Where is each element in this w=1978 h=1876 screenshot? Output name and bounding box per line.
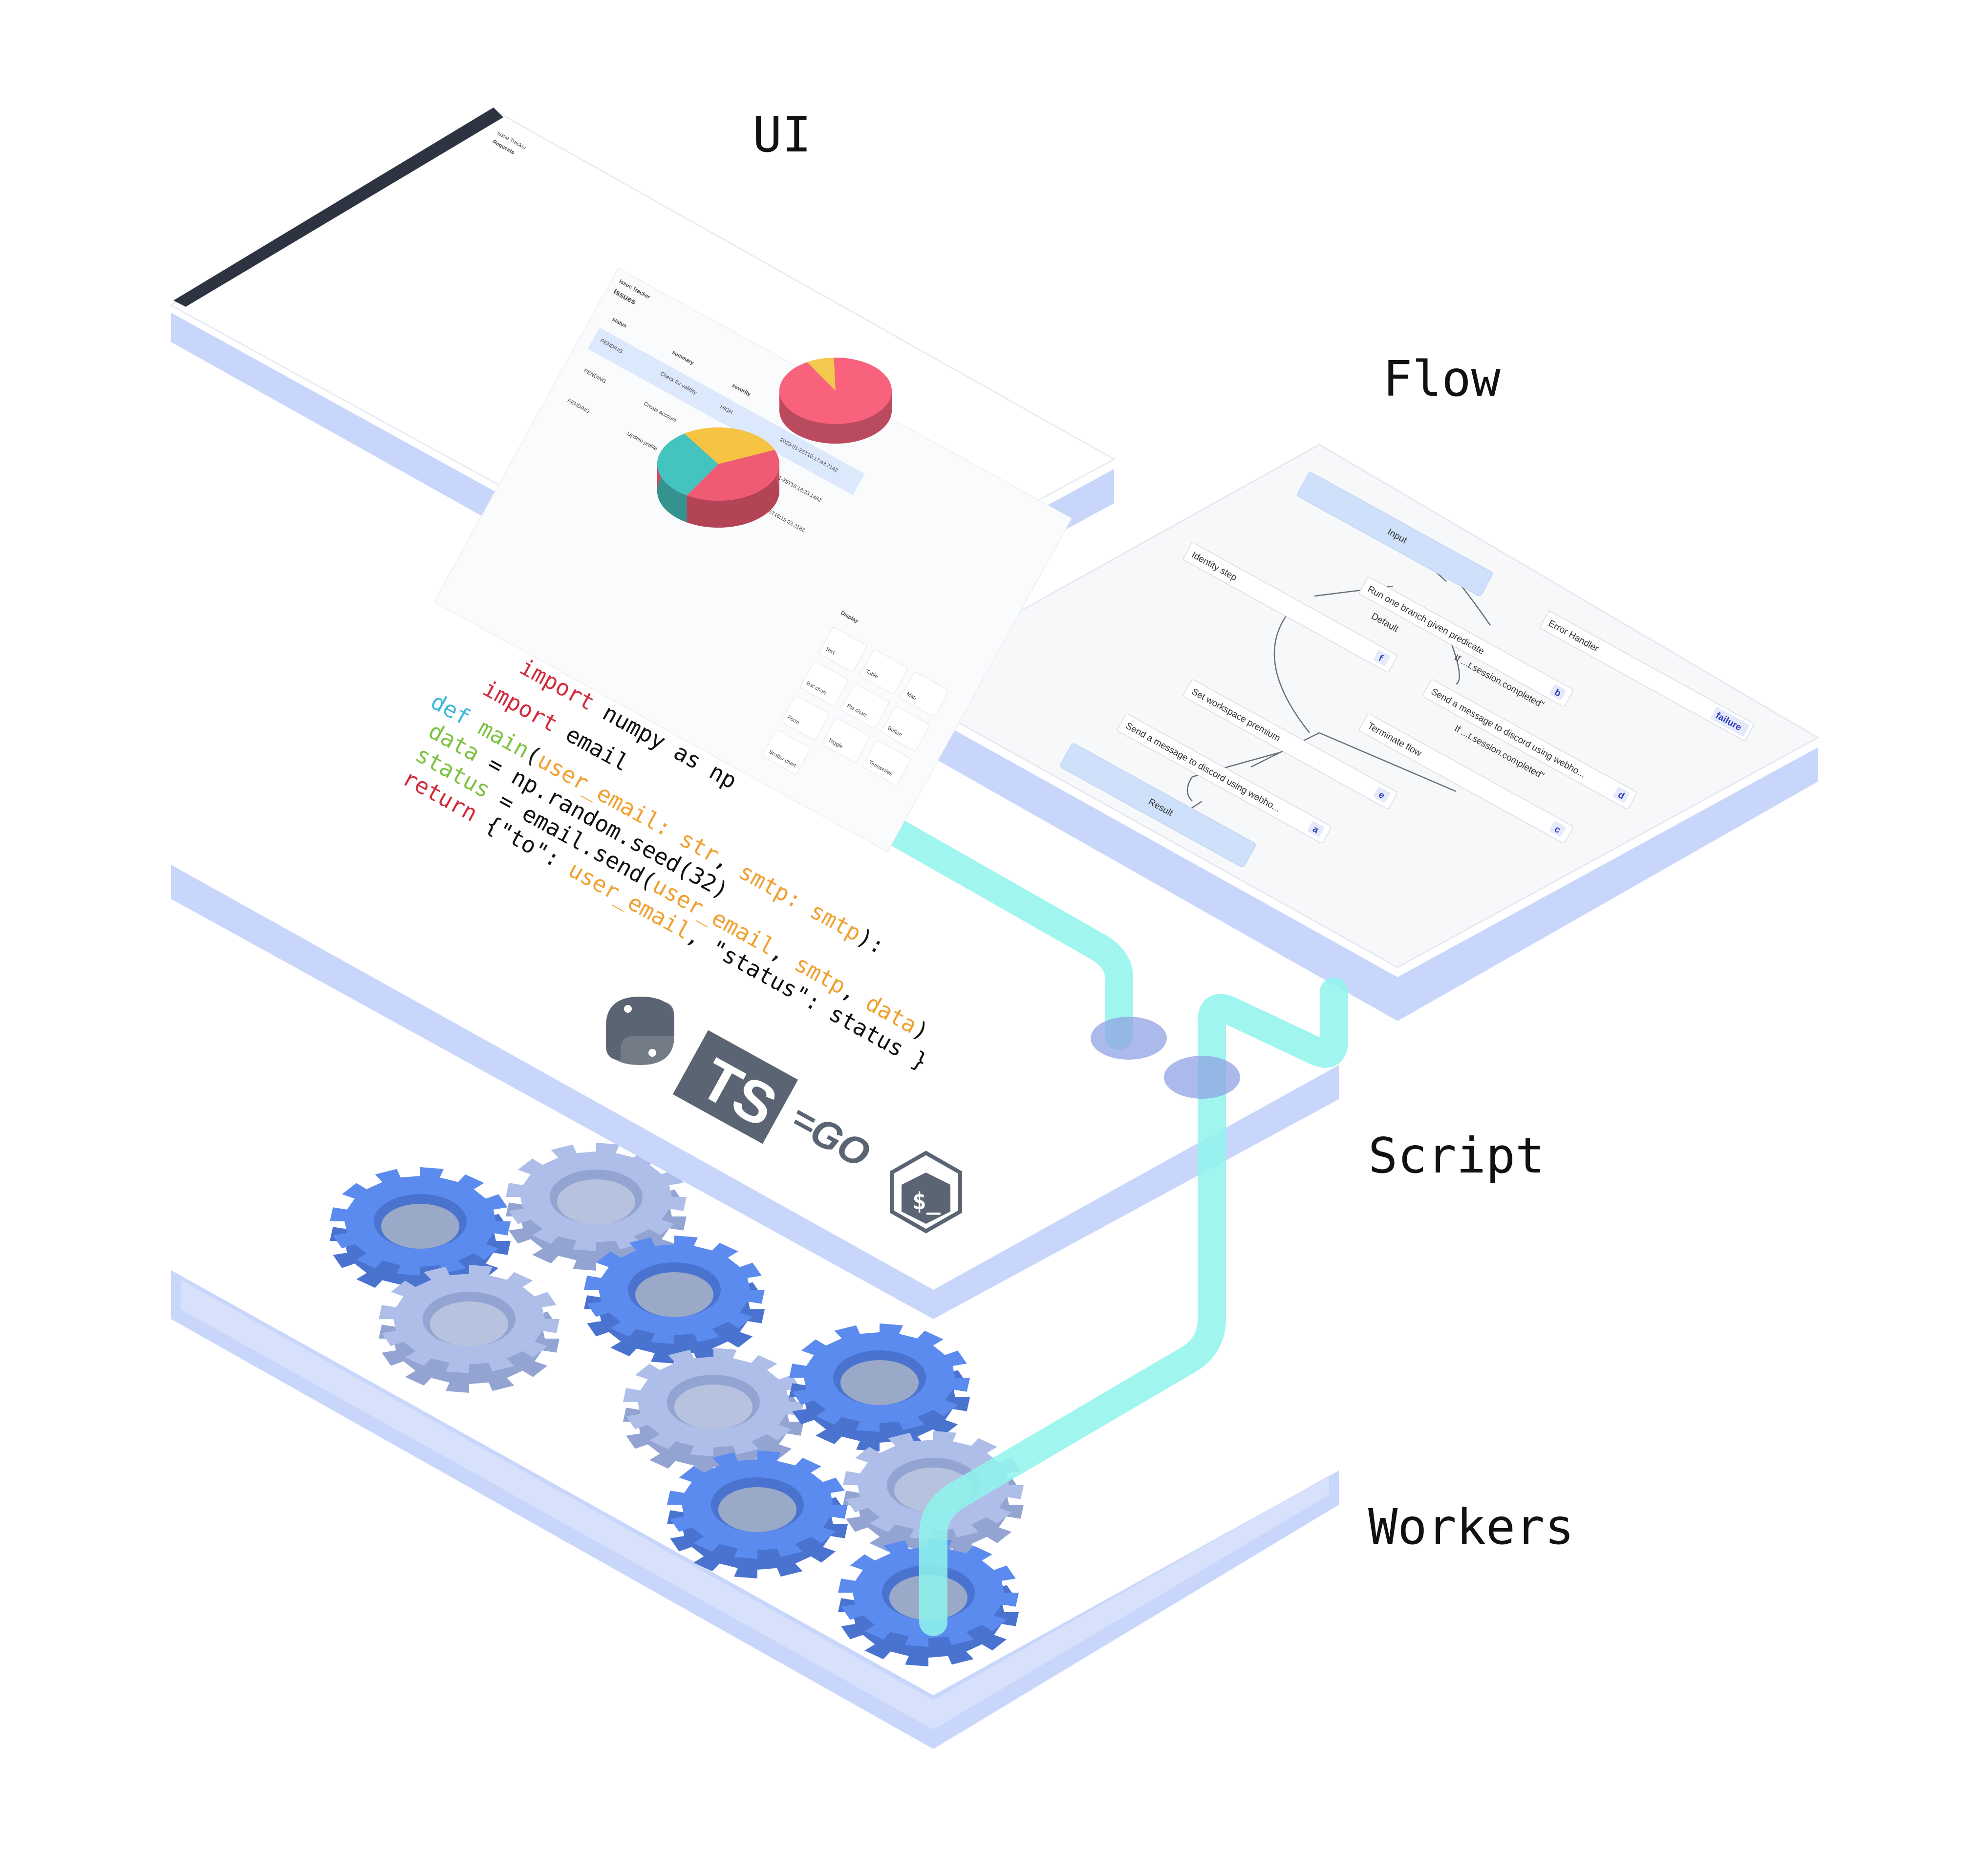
palette-item[interactable] bbox=[800, 661, 849, 706]
palette-item[interactable] bbox=[762, 729, 811, 775]
pie-slice bbox=[807, 358, 836, 391]
palette-item[interactable] bbox=[781, 695, 830, 741]
palette-item[interactable] bbox=[840, 683, 889, 729]
flow-plate bbox=[887, 444, 1820, 1021]
gear-icon bbox=[506, 1143, 687, 1271]
bash-label: $_ bbox=[912, 1188, 941, 1215]
pie-slice bbox=[687, 449, 779, 501]
flow-node-result[interactable]: Result bbox=[1059, 743, 1257, 868]
go-label: GO bbox=[803, 1109, 878, 1176]
gear-icon bbox=[330, 1167, 511, 1295]
gear-icon bbox=[623, 1348, 804, 1476]
pie-chart-small bbox=[779, 358, 892, 444]
palette-item[interactable] bbox=[881, 706, 930, 751]
flow-node-input[interactable]: Input bbox=[1296, 471, 1494, 597]
pie-slice bbox=[657, 433, 718, 496]
pie-slice bbox=[684, 427, 775, 464]
palette-item[interactable] bbox=[818, 627, 867, 672]
palette-item[interactable] bbox=[900, 672, 949, 717]
palette-item[interactable] bbox=[862, 740, 911, 786]
gear-icon bbox=[379, 1265, 559, 1393]
bash-icon: $_ bbox=[890, 1151, 962, 1234]
palette-item[interactable] bbox=[860, 649, 908, 695]
label-script: Script bbox=[1368, 1127, 1545, 1184]
python-icon bbox=[606, 997, 674, 1065]
pie-chart-large bbox=[657, 427, 779, 528]
palette-item[interactable] bbox=[821, 718, 870, 763]
label-workers: Workers bbox=[1368, 1498, 1574, 1556]
gear-icon bbox=[584, 1236, 765, 1364]
connector-port-2 bbox=[1164, 1056, 1240, 1099]
label-ui: UI bbox=[752, 106, 811, 163]
label-flow: Flow bbox=[1383, 350, 1501, 407]
gear-icon bbox=[789, 1323, 970, 1451]
ui-panel-content: Issue Tracker Requests Issue Tracker Iss… bbox=[433, 130, 1073, 853]
gear-icon bbox=[667, 1450, 848, 1578]
connector-port-1 bbox=[1091, 1017, 1167, 1060]
go-icon: GO bbox=[794, 1109, 878, 1176]
